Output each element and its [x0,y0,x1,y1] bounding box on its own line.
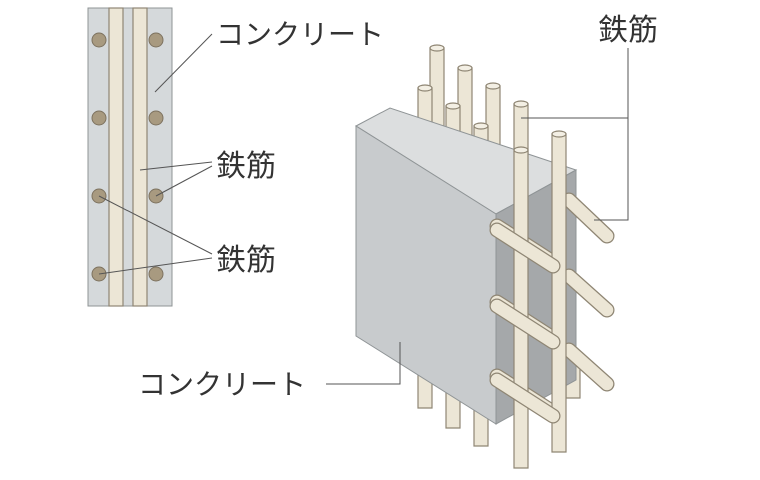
vertical-rebar-end [445,102,461,110]
section-concrete-label: コンクリート [216,18,384,51]
leader-line [155,165,213,197]
section-rebar-label: 鉄筋 [216,149,276,184]
horizontal-rebar [562,269,614,317]
block-view: 鉄筋 コンクリート [138,13,658,469]
section-rebar-dot [91,32,107,48]
horizontal-rebar [562,193,614,243]
leader-line [594,118,629,221]
horizontal-rebar [490,299,560,349]
leader-line [154,33,213,93]
horizontal-rebar [490,223,560,273]
vertical-rebar-end [457,64,473,72]
vertical-rebar-end [429,44,445,52]
section-vertical-rebar [108,7,124,307]
leader-line [98,257,213,275]
vertical-rebar [551,133,567,453]
vertical-rebar-end [417,84,433,92]
section-rebar-dot [148,110,164,126]
leader-line [98,195,213,255]
block-concrete-label: コンクリート [138,368,306,401]
vertical-rebar-end [473,122,489,130]
vertical-rebar-end [485,82,501,90]
leader-line [521,48,629,119]
section-rebar-dot [148,32,164,48]
horizontal-rebar [490,373,560,423]
section-concrete [87,7,173,307]
vertical-rebar-end [513,146,529,154]
leader-line [326,342,401,385]
section-rebar-dot [148,266,164,282]
block-rebar-label: 鉄筋 [598,13,658,48]
horizontal-rebar [562,343,614,391]
vertical-rebar-end [551,130,567,138]
section-rebar-dot [91,110,107,126]
vertical-rebar [513,149,529,469]
section-view: コンクリート 鉄筋 鉄筋 [87,7,384,307]
section-vertical-rebar [132,7,148,307]
leader-line [139,161,213,171]
vertical-rebar-end [513,100,529,108]
section-rebar-label: 鉄筋 [216,243,276,278]
horizontal-rebar-front [489,222,561,424]
